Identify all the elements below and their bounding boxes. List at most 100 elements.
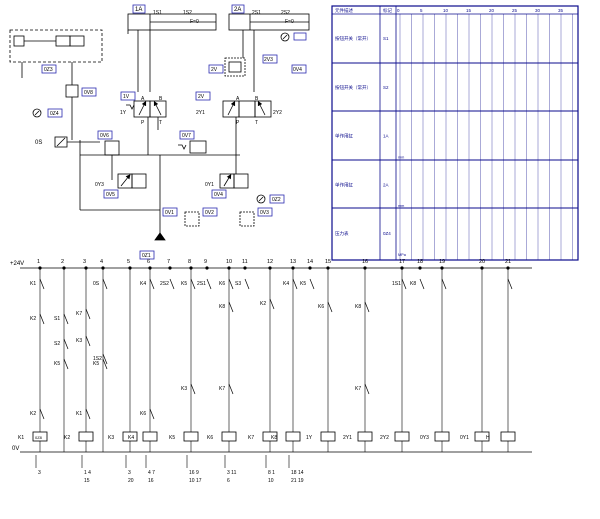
contact-symbol[interactable]: [63, 338, 69, 350]
cyl1-label: 1A: [135, 7, 142, 13]
xref-top: 16 9: [189, 470, 199, 476]
timing-tick-label: 0: [397, 8, 400, 13]
coil-k6[interactable]: [221, 431, 237, 442]
contact-symbol[interactable]: [364, 383, 370, 395]
valve-0y3[interactable]: [117, 173, 147, 189]
contact-label: K3: [181, 386, 187, 392]
coil-h[interactable]: [500, 431, 516, 442]
contact-symbol[interactable]: [190, 383, 196, 395]
coil-2y1[interactable]: [357, 431, 373, 442]
contact-label: 1S1: [392, 281, 401, 287]
contact-symbol[interactable]: [292, 278, 298, 290]
contact-symbol[interactable]: [102, 353, 108, 365]
coil-0y1[interactable]: [474, 431, 490, 442]
contact-symbol[interactable]: [149, 278, 155, 290]
timing-row-unit: mm: [398, 204, 404, 208]
timing-tick-label: 20: [489, 8, 495, 13]
svg-text:0V6: 0V6: [100, 133, 109, 139]
contact-symbol[interactable]: [228, 301, 234, 313]
coil-k3[interactable]: [122, 431, 138, 442]
contact-symbol[interactable]: [39, 408, 45, 420]
coil-0y3[interactable]: [434, 431, 450, 442]
contact-symbol[interactable]: [441, 278, 447, 290]
valve-0v3[interactable]: [239, 211, 255, 227]
contact-label: 2S1: [197, 281, 206, 287]
contact-symbol[interactable]: [149, 408, 155, 420]
coil-k7[interactable]: [262, 431, 278, 442]
switch-0s[interactable]: [54, 136, 68, 148]
valve-1v[interactable]: [126, 100, 167, 118]
contact-symbol[interactable]: [39, 313, 45, 325]
rung-number: 20: [479, 259, 485, 265]
contact-label: K1: [76, 411, 82, 417]
valve-0v6[interactable]: [104, 140, 120, 180]
contact-symbol[interactable]: [419, 278, 425, 290]
contact-symbol[interactable]: [309, 278, 315, 290]
contact-label: K3: [76, 338, 82, 344]
xref-bottom: 21 19: [291, 478, 304, 484]
cylinder-2a[interactable]: [228, 4, 310, 31]
contact-symbol[interactable]: [228, 383, 234, 395]
supply-unit-0z3[interactable]: [9, 29, 103, 63]
contact-label: K5: [300, 281, 306, 287]
contact-symbol[interactable]: [85, 308, 91, 320]
coil-label: K8: [271, 435, 277, 441]
cyl2-s1: 2S1: [252, 10, 261, 16]
contact-label: K7: [355, 386, 361, 392]
contact-symbol[interactable]: [269, 298, 275, 310]
valve-2v3[interactable]: [224, 54, 278, 77]
valve-0v7[interactable]: [178, 140, 207, 154]
timing-tick-label: 5: [420, 8, 423, 13]
coil-label: K5: [169, 435, 175, 441]
contact-symbol[interactable]: [507, 278, 513, 290]
contact-label: S1: [54, 316, 60, 322]
contact-symbol[interactable]: [327, 301, 333, 313]
contact-symbol[interactable]: [228, 278, 234, 290]
valve-2v[interactable]: [222, 100, 272, 118]
coil-k2[interactable]: [78, 431, 94, 442]
coil-k1-symbol: 0Z8: [35, 435, 43, 440]
contact-symbol[interactable]: [244, 278, 250, 290]
contact-symbol[interactable]: [169, 278, 175, 290]
coil-k1[interactable]: [32, 431, 48, 442]
coil-k4[interactable]: [142, 431, 158, 442]
contact-label: K2: [260, 301, 266, 307]
cylinder-1a[interactable]: [127, 4, 217, 34]
contact-label: K1: [30, 281, 36, 287]
coil-2y2[interactable]: [394, 431, 410, 442]
coil-1y[interactable]: [320, 431, 336, 442]
rung-junction: [168, 266, 172, 270]
valve-0v2[interactable]: [184, 211, 200, 227]
rung-number: 17: [399, 259, 405, 265]
contact-symbol[interactable]: [206, 278, 212, 290]
rung-number: 19: [439, 259, 445, 265]
coil-label: 2Y2: [380, 435, 389, 441]
contact-symbol[interactable]: [364, 301, 370, 313]
valve-0y1[interactable]: [219, 155, 249, 189]
contact-symbol[interactable]: [63, 313, 69, 325]
xref-top: 18 14: [291, 470, 304, 476]
valve-0v8[interactable]: [65, 62, 79, 140]
gauge-0z4-icon: [32, 108, 42, 118]
timing-header-label: 元件描述: [335, 7, 353, 14]
coil-k8[interactable]: [285, 431, 301, 442]
svg-text:0Y1: 0Y1: [205, 182, 214, 188]
coil-k5[interactable]: [183, 431, 199, 442]
contact-symbol[interactable]: [85, 335, 91, 347]
timing-row-mark: 0Z4: [383, 231, 391, 236]
contact-symbol[interactable]: [63, 358, 69, 370]
rung-number: 5: [127, 259, 130, 265]
contact-symbol[interactable]: [85, 408, 91, 420]
rung-junction: [418, 266, 422, 270]
contact-symbol[interactable]: [190, 278, 196, 290]
contact-symbol[interactable]: [102, 358, 108, 370]
contact-symbol[interactable]: [401, 278, 407, 290]
contact-symbol[interactable]: [102, 278, 108, 290]
timing-row-desc: 单作用缸: [335, 181, 353, 188]
contact-symbol[interactable]: [39, 278, 45, 290]
